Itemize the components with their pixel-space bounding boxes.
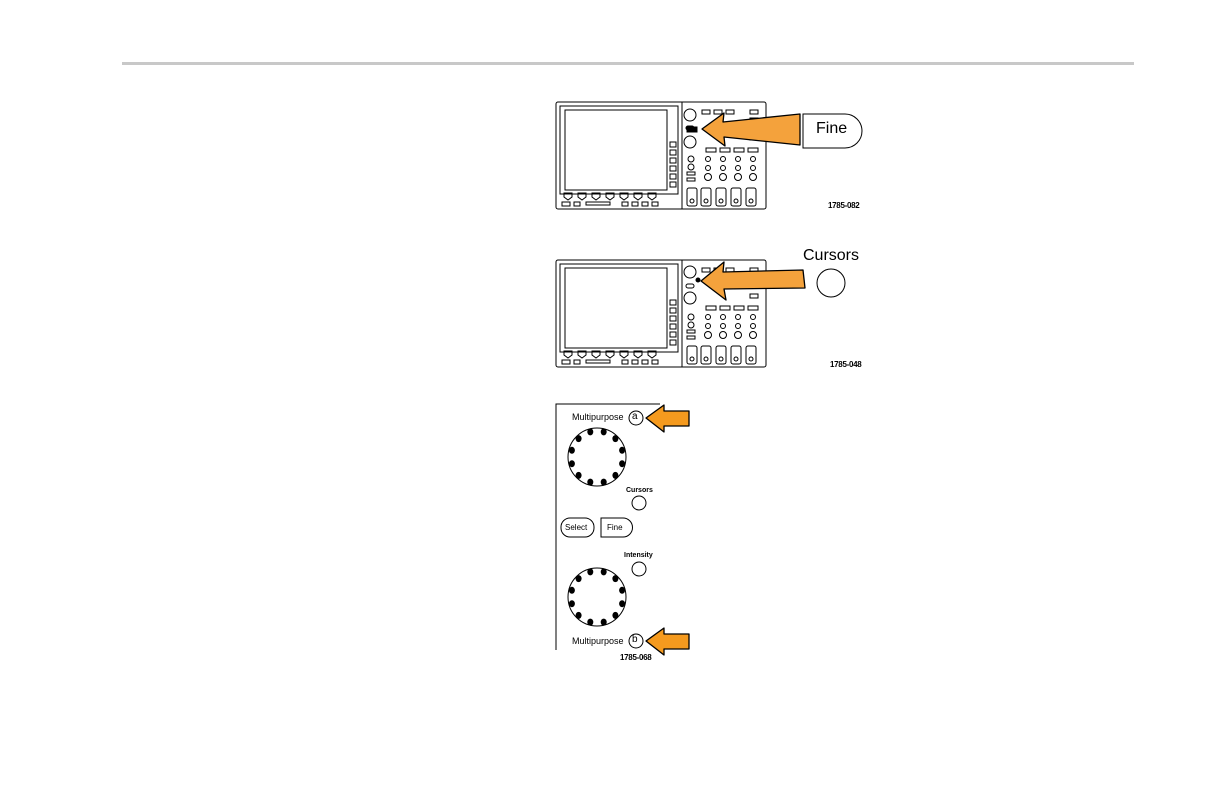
- knob-grip-dot: [569, 600, 575, 607]
- fine-label: Fine: [607, 523, 623, 532]
- knob-grip-dot: [569, 447, 575, 454]
- multipurpose-a-marker: a: [632, 411, 638, 422]
- multipurpose-a-arrow: [646, 405, 689, 432]
- knob-grip-dot: [569, 587, 575, 594]
- intensity-button: [632, 562, 646, 576]
- knob-grip-dot: [601, 568, 607, 575]
- knob-grip-dot: [587, 479, 593, 486]
- knob-grip-dot: [587, 568, 593, 575]
- knob-grip-dot: [619, 447, 625, 454]
- knob-grip-dot: [619, 587, 625, 594]
- multipurpose-b-arrow: [646, 628, 689, 655]
- knob-grip-dot: [576, 612, 582, 619]
- multipurpose-b-marker: b: [632, 634, 638, 645]
- knob-grip-dot: [601, 428, 607, 435]
- knob-grip-dot: [612, 575, 618, 582]
- multipurpose-b-label: Multipurpose: [572, 636, 624, 646]
- multipurpose-a-knob: [568, 428, 626, 486]
- knob-grip-dot: [576, 575, 582, 582]
- knob-grip-dot: [587, 619, 593, 626]
- knob-grip-dot: [587, 428, 593, 435]
- knob-grip-dot: [612, 612, 618, 619]
- multipurpose-a-label: Multipurpose: [572, 412, 624, 422]
- knob-grip-dot: [576, 435, 582, 442]
- knob-grip-dot: [612, 472, 618, 479]
- knob-grip-dot: [619, 460, 625, 467]
- knob-grip-dot: [601, 619, 607, 626]
- figure-number-3: 1785-068: [620, 653, 651, 662]
- cursors-button: [632, 496, 646, 510]
- intensity-label: Intensity: [624, 552, 653, 559]
- knob-grip-dot: [576, 472, 582, 479]
- cursors-label: Cursors: [626, 487, 653, 494]
- multipurpose-b-knob: [568, 568, 626, 626]
- knob-grip-dot: [619, 600, 625, 607]
- knob-grip-dot: [569, 460, 575, 467]
- knob-grip-dot: [601, 479, 607, 486]
- knob-grip-dot: [612, 435, 618, 442]
- select-label: Select: [565, 523, 587, 532]
